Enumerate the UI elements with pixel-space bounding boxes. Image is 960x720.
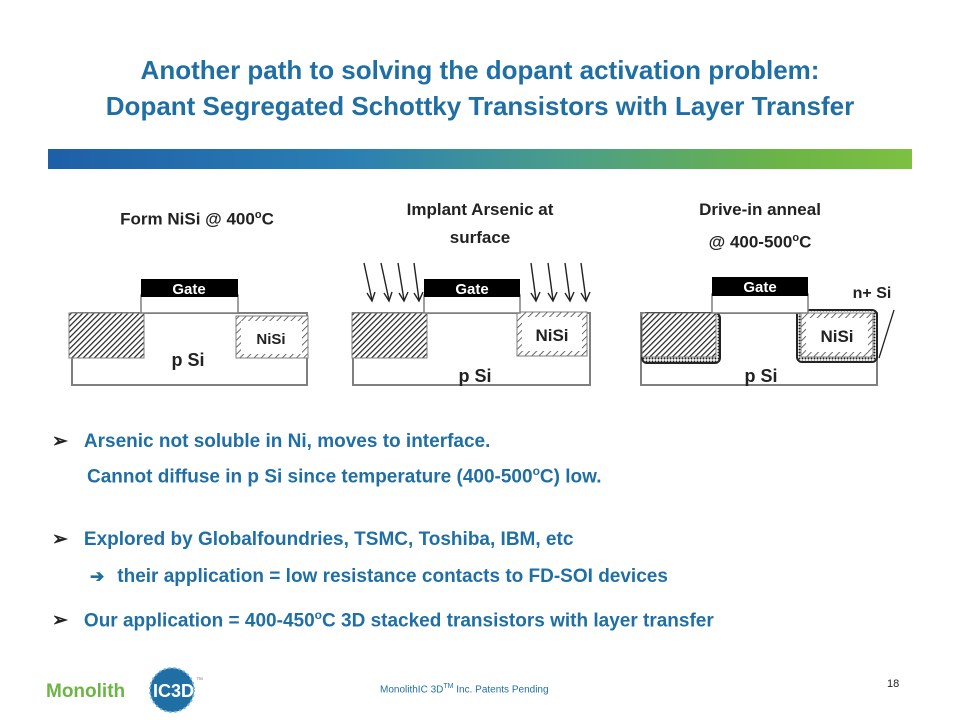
bullet-1: ➢Arsenic not soluble in Ni, moves to int… (52, 431, 491, 452)
footer-text: MonolithIC 3DTM Inc. Patents Pending (380, 683, 549, 696)
monolithic3d-logo: Monolith IC3D ™ (46, 667, 203, 713)
source-region-1 (68, 312, 145, 359)
substrate-label-1: p Si (171, 350, 204, 370)
logo-globe-icon (150, 668, 194, 712)
slide-title: Another path to solving the dopant activ… (0, 52, 960, 124)
step-2-label: Implant Arsenic at surface (406, 200, 554, 247)
svg-text:Monolith: Monolith (46, 681, 125, 702)
bullet-3: ➢Our application = 400-450oC 3D stacked … (52, 608, 714, 632)
gate-oxide-3 (711, 293, 809, 314)
bullet-1-line-2: Cannot diffuse in p Si since temperature… (87, 464, 602, 488)
device-1: NiSi Gate p Si (68, 279, 309, 386)
gate-1 (141, 279, 238, 297)
device-3: NiSi Gate p Si n+ Si (640, 277, 895, 386)
nisi-box-2 (522, 317, 582, 351)
n-plus-pointer (878, 309, 895, 359)
gate-3 (712, 277, 808, 296)
title-line-2: Dopant Segregated Schottky Transistors w… (105, 91, 855, 121)
gate-2 (424, 279, 520, 297)
svg-text:™: ™ (196, 677, 203, 684)
bullet-arrow-icon: ➢ (52, 610, 68, 632)
nisi-label-1: NiSi (256, 331, 285, 348)
device-2: NiSi Gate p Si (351, 262, 591, 386)
nisi-box-3 (806, 318, 868, 352)
nisi-box-1 (241, 321, 302, 354)
implant-arrows (363, 262, 591, 303)
n-plus-label: n+ Si (853, 285, 892, 302)
step-1-label: Form NiSi @ 400oC (120, 209, 274, 229)
right-arrow-icon: ➔ (90, 567, 105, 586)
gate-label-3: Gate (743, 279, 776, 296)
title-line-1: Another path to solving the dopant activ… (140, 55, 820, 85)
svg-text:IC3D: IC3D (153, 681, 194, 701)
bullet-2: ➢Explored by Globalfoundries, TSMC, Tosh… (52, 529, 574, 550)
page-number: 18 (887, 678, 900, 690)
gate-label-2: Gate (455, 281, 488, 298)
bullet-arrow-icon: ➢ (52, 431, 68, 452)
step-3-label: Drive-in anneal @ 400-500oC (699, 200, 821, 252)
bullet-arrow-icon: ➢ (52, 529, 68, 550)
substrate-label-3: p Si (744, 366, 777, 386)
source-region-3 (641, 312, 717, 358)
nisi-label-2: NiSi (535, 326, 568, 345)
gate-label-1: Gate (172, 281, 205, 298)
source-region-2 (351, 312, 428, 359)
process-diagram: NiSi Gate p Si NiSi Gate p Si (68, 262, 895, 386)
gradient-divider (48, 149, 912, 169)
nisi-label-3: NiSi (820, 327, 853, 346)
bullet-2-line-2: ➔ their application = low resistance con… (90, 566, 668, 587)
substrate-label-2: p Si (458, 366, 491, 386)
